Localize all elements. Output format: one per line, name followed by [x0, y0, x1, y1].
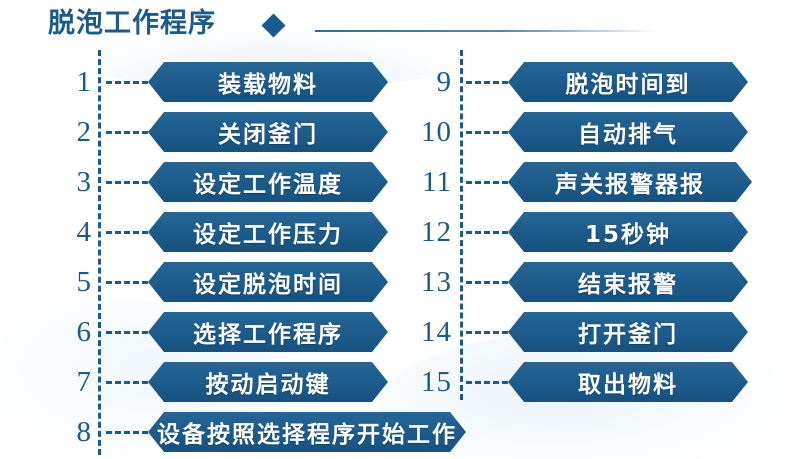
step-badge[interactable]: 自动排气 — [508, 112, 748, 152]
step-badge[interactable]: 装载物料 — [148, 62, 388, 102]
step-number: 1 — [76, 65, 92, 98]
flow-step-row[interactable]: 9 脱泡时间到 — [400, 58, 748, 106]
step-connector-line — [106, 280, 148, 284]
flow-column-right: 9 脱泡时间到 10 自动排气 11 声关报警器报 12 15秒钟 13 结束报… — [400, 50, 799, 459]
step-badge[interactable]: 结束报警 — [508, 262, 748, 302]
step-number: 13 — [421, 265, 452, 298]
step-connector-line — [106, 80, 148, 84]
step-badge[interactable]: 打开釜门 — [508, 312, 748, 352]
step-number: 3 — [76, 165, 92, 198]
step-connector-line — [466, 80, 508, 84]
step-number: 4 — [76, 215, 92, 248]
flow-step-row[interactable]: 12 15秒钟 — [400, 208, 748, 256]
step-number: 2 — [76, 115, 92, 148]
flow-step-row[interactable]: 2 关闭釜门 — [40, 108, 388, 156]
step-number: 15 — [421, 365, 452, 398]
step-number: 10 — [421, 115, 452, 148]
flow-step-row[interactable]: 13 结束报警 — [400, 258, 748, 306]
step-connector-line — [106, 130, 148, 134]
step-badge[interactable]: 关闭釜门 — [148, 112, 388, 152]
step-connector-line — [106, 180, 148, 184]
dashed-spine-left — [98, 50, 101, 455]
step-badge[interactable]: 脱泡时间到 — [508, 62, 748, 102]
step-badge[interactable]: 设定工作温度 — [148, 162, 388, 202]
step-connector-line — [106, 430, 148, 434]
header-divider-line — [315, 30, 655, 32]
step-badge[interactable]: 选择工作程序 — [148, 312, 388, 352]
step-badge[interactable]: 声关报警器报 — [508, 162, 752, 202]
step-badge[interactable]: 按动启动键 — [148, 362, 388, 402]
flow-step-row[interactable]: 1 装载物料 — [40, 58, 388, 106]
step-connector-line — [466, 280, 508, 284]
step-connector-line — [466, 380, 508, 384]
step-connector-line — [106, 330, 148, 334]
flow-step-row[interactable]: 11 声关报警器报 — [400, 158, 752, 206]
step-number: 8 — [76, 415, 92, 448]
step-badge[interactable]: 15秒钟 — [508, 212, 748, 252]
step-connector-line — [106, 230, 148, 234]
flow-step-row[interactable]: 3 设定工作温度 — [40, 158, 388, 206]
step-connector-line — [466, 330, 508, 334]
flow-step-row[interactable]: 4 设定工作压力 — [40, 208, 388, 256]
page-title: 脱泡工作程序 — [48, 8, 216, 39]
step-number: 7 — [76, 365, 92, 398]
step-number: 5 — [76, 265, 92, 298]
diagram-header: 脱泡工作程序 — [0, 0, 799, 50]
flow-step-row[interactable]: 5 设定脱泡时间 — [40, 258, 388, 306]
step-badge[interactable]: 设定工作压力 — [148, 212, 388, 252]
step-badge[interactable]: 设备按照选择程序开始工作 — [148, 412, 466, 452]
step-number: 14 — [421, 315, 452, 348]
flow-step-row[interactable]: 10 自动排气 — [400, 108, 748, 156]
dashed-spine-right — [460, 50, 463, 400]
step-number: 6 — [76, 315, 92, 348]
step-connector-line — [466, 130, 508, 134]
step-connector-line — [466, 230, 508, 234]
step-number: 9 — [436, 65, 452, 98]
flow-step-row[interactable]: 7 按动启动键 — [40, 358, 388, 406]
step-badge[interactable]: 取出物料 — [508, 362, 748, 402]
flow-step-row[interactable]: 6 选择工作程序 — [40, 308, 388, 356]
step-number: 11 — [422, 165, 452, 198]
diamond-marker-icon — [261, 13, 286, 38]
flow-step-row[interactable]: 8 设备按照选择程序开始工作 — [40, 408, 466, 456]
flow-step-row[interactable]: 14 打开釜门 — [400, 308, 748, 356]
flow-column-left: 1 装载物料 2 关闭釜门 3 设定工作温度 4 设定工作压力 5 设定脱泡时间… — [40, 50, 400, 459]
step-number: 12 — [421, 215, 452, 248]
flow-step-row[interactable]: 15 取出物料 — [400, 358, 748, 406]
step-badge[interactable]: 设定脱泡时间 — [148, 262, 388, 302]
step-connector-line — [106, 380, 148, 384]
step-connector-line — [466, 180, 508, 184]
